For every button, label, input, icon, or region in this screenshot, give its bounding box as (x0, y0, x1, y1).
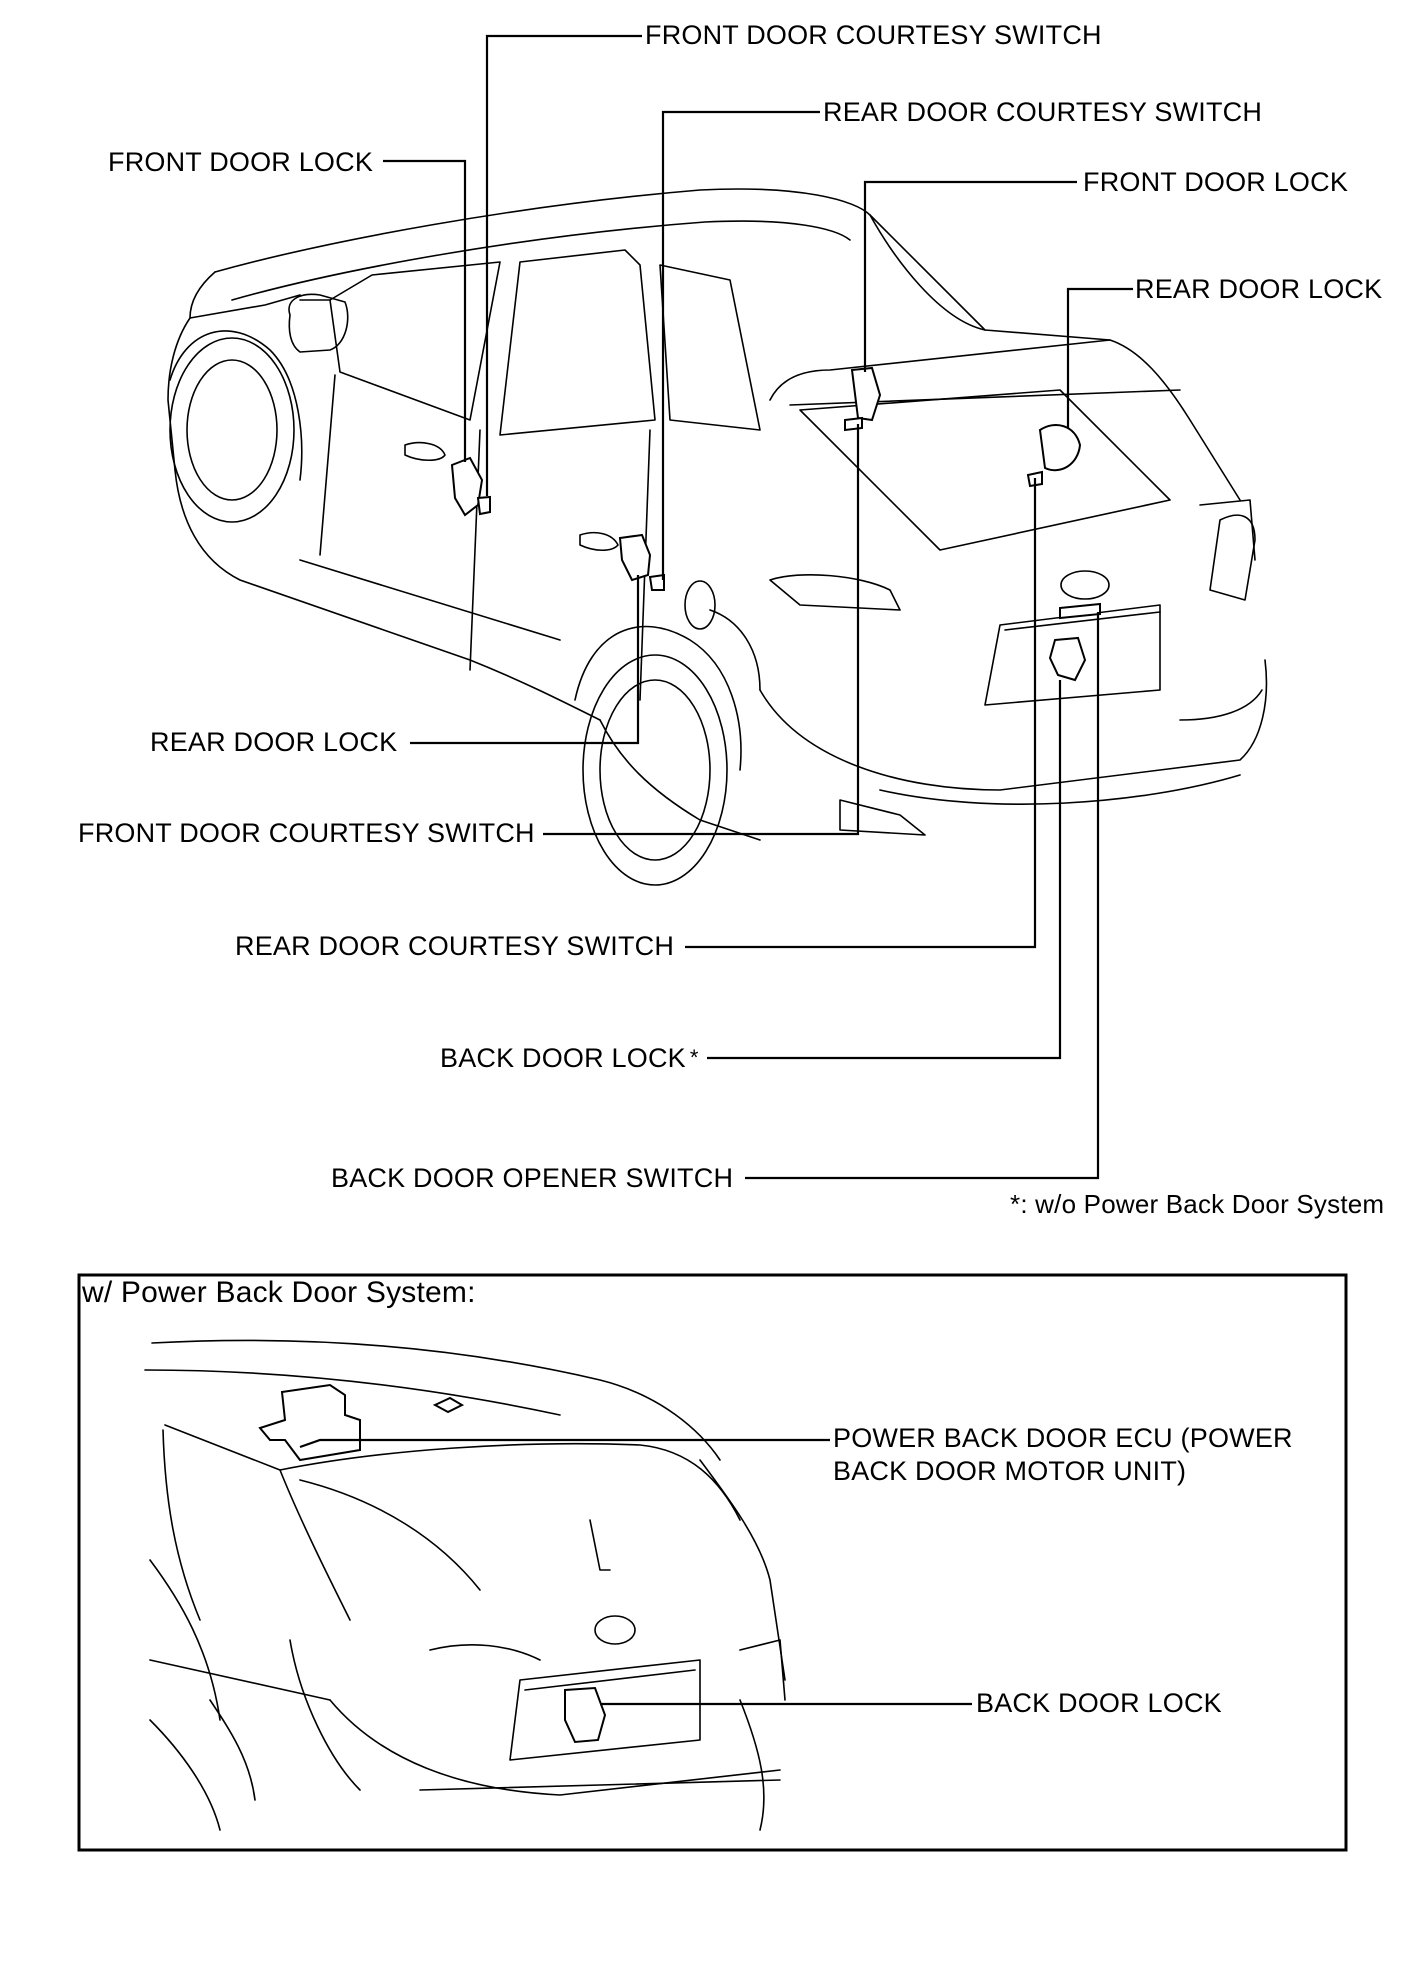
footnote-asterisk: *: w/o Power Back Door System (1010, 1189, 1385, 1219)
back-door-opener-switch-part (1059, 602, 1101, 620)
label-front-door-lock-right: FRONT DOOR LOCK (1083, 167, 1349, 197)
inset-leader-lines (299, 1438, 972, 1706)
label-rear-door-lock-left: REAR DOOR LOCK (150, 727, 398, 757)
inset-frame (77, 1273, 1348, 1852)
back-door-lock-part (1048, 636, 1087, 682)
rear-door-courtesy-switch-part (648, 573, 665, 591)
label-back-door-opener-switch: BACK DOOR OPENER SWITCH (331, 1163, 734, 1193)
inset-title: w/ Power Back Door System: (82, 1276, 476, 1309)
front-door-courtesy-switch-part (476, 495, 491, 516)
label-rear-door-lock-right: REAR DOOR LOCK (1135, 274, 1383, 304)
label-front-door-lock-left: FRONT DOOR LOCK (108, 147, 374, 177)
front-door-courtesy-switch-right-part (844, 416, 863, 432)
inset-component-markers (258, 1383, 607, 1744)
label-front-door-courtesy-switch-left: FRONT DOOR COURTESY SWITCH (78, 818, 535, 848)
label-inset-back-door-lock: BACK DOOR LOCK (976, 1688, 1222, 1718)
label-back-door-lock: BACK DOOR LOCK* (440, 1044, 699, 1072)
inset-vehicle-illustration (144, 1339, 786, 1831)
inset-back-door-lock-part (564, 1686, 607, 1744)
label-front-door-courtesy-switch-top: FRONT DOOR COURTESY SWITCH (645, 20, 1102, 50)
power-back-door-ecu-part (258, 1383, 361, 1462)
asterisk-mark: * (689, 1045, 699, 1070)
rear-door-lock-right-part (1038, 424, 1082, 472)
vehicle-rear-three-quarter-illustration (167, 188, 1268, 886)
label-power-back-door-ecu: POWER BACK DOOR ECU (POWER BACK DOOR MOT… (833, 1423, 1293, 1486)
back-door-lock-text: BACK DOOR LOCK (440, 1043, 686, 1073)
front-door-lock-right-part (850, 366, 882, 422)
rear-door-lock-part (618, 533, 652, 582)
leader-lines (383, 34, 1133, 1180)
component-markers (450, 366, 1101, 682)
front-door-lock-part (450, 456, 484, 517)
label-rear-door-courtesy-switch-bottom: REAR DOOR COURTESY SWITCH (235, 931, 675, 961)
label-rear-door-courtesy-switch-top: REAR DOOR COURTESY SWITCH (823, 97, 1263, 127)
